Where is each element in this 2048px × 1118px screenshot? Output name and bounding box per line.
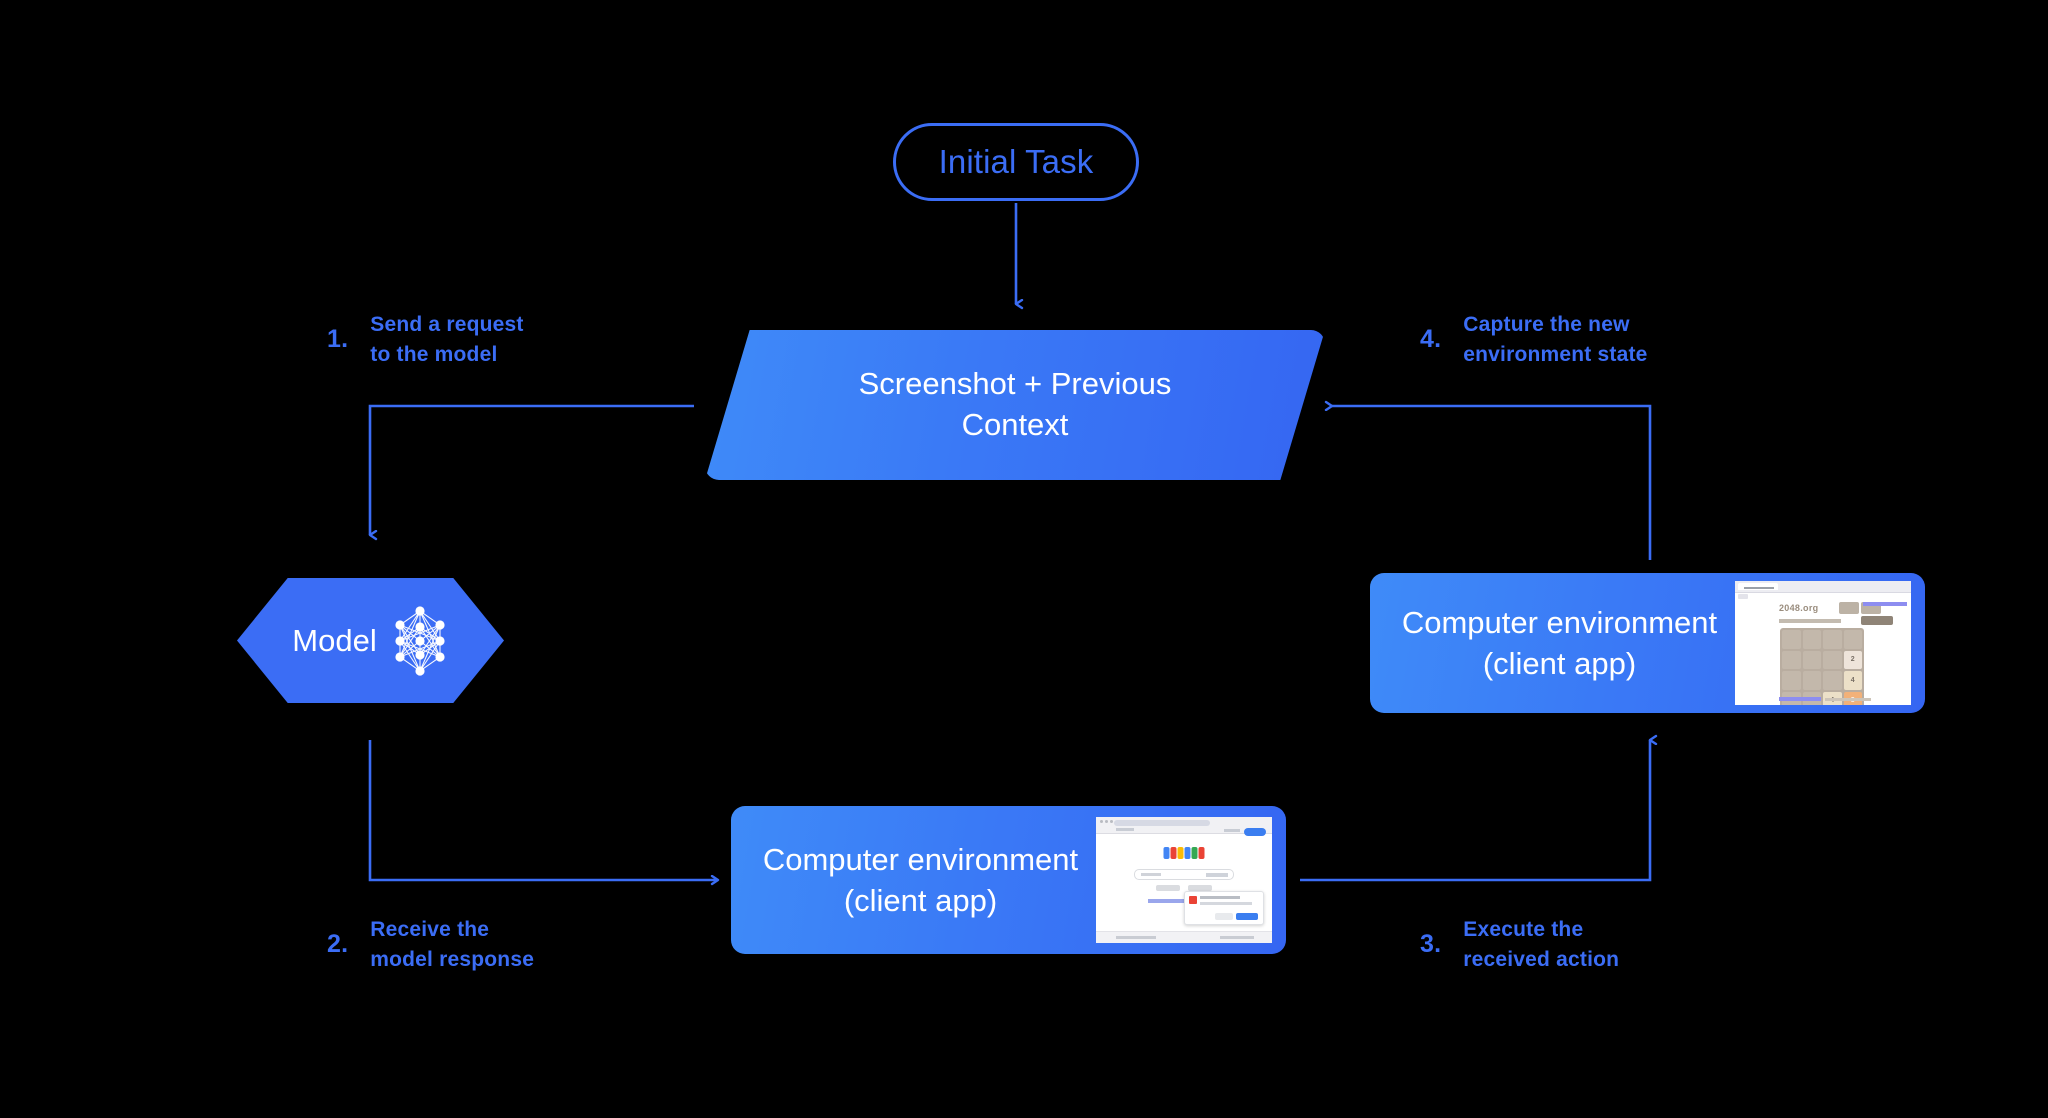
connector-model-to-bottom-env: [368, 740, 718, 880]
game-board: 2 4 4 8: [1780, 628, 1864, 705]
context-node-text: Screenshot + Previous Context: [705, 330, 1325, 480]
step-label-3: 3. Execute the received action: [1420, 915, 1619, 975]
neural-network-icon: [391, 605, 449, 677]
browser-signin-button: [1244, 828, 1266, 836]
connector-right-env-to-context: [1332, 406, 1652, 560]
game-score-box: [1839, 602, 1859, 614]
step-number: 4.: [1420, 325, 1442, 354]
connector-bottom-env-to-right-env: [1300, 740, 1650, 882]
game-cell: 4: [1843, 671, 1862, 690]
game-cell: [1782, 650, 1801, 669]
dialog-app-icon: [1189, 896, 1197, 904]
game-cell: [1823, 630, 1842, 649]
game-cell: 2: [1843, 650, 1862, 669]
step-line2: model response: [370, 947, 535, 971]
step-text: Send a request to the model: [370, 310, 523, 370]
step-line2: to the model: [370, 342, 498, 366]
game-cell: [1802, 630, 1821, 649]
browser-nav-dots: [1100, 820, 1113, 823]
game-subtitle: [1779, 619, 1841, 623]
game-cell: [1802, 650, 1821, 669]
step-number: 2.: [327, 930, 349, 959]
connector-context-to-model: [368, 404, 694, 535]
footer-right-links: [1220, 936, 1254, 939]
game-new-game-button: [1861, 616, 1893, 625]
browser-account-text: [1224, 829, 1240, 832]
game-cell: [1843, 630, 1862, 649]
google-search-box: [1134, 869, 1234, 880]
step-line1: Receive the: [370, 918, 490, 941]
step-line2: received action: [1463, 947, 1620, 971]
context-node-shape: [705, 330, 1325, 480]
step-text: Receive the model response: [370, 915, 534, 975]
dialog-body: [1200, 902, 1252, 905]
context-node[interactable]: Screenshot + Previous Context: [705, 330, 1325, 480]
thumbnail-2048-game: 2048.org 2 4 4 8: [1735, 581, 1911, 705]
browser-address-bar: [1114, 819, 1210, 826]
step-label-2: 2. Receive the model response: [327, 915, 534, 975]
google-logo-icon: [1163, 847, 1205, 859]
game-footer-link: [1779, 697, 1821, 701]
environment-right-line2: (client app): [1482, 646, 1637, 681]
context-node-line1: Screenshot + Previous: [858, 366, 1172, 402]
step-line1: Capture the new: [1463, 313, 1630, 336]
browser-secondary-text: [1116, 828, 1134, 831]
game-cell: [1782, 630, 1801, 649]
google-search-text: [1141, 873, 1161, 876]
dialog-title: [1200, 896, 1240, 899]
google-search-icons: [1206, 872, 1228, 877]
step-line1: Send a request: [370, 313, 524, 336]
game-footer-text: [1825, 698, 1871, 701]
footer-left-links: [1116, 936, 1156, 939]
browser-tab: [1738, 583, 1778, 590]
step-label-4: 4. Capture the new environment state: [1420, 310, 1648, 370]
browser-tab-title: [1744, 586, 1774, 589]
game-cell: [1782, 671, 1801, 690]
step-text: Execute the received action: [1463, 915, 1619, 975]
game-header-links: [1863, 602, 1907, 606]
model-node-label: Model: [292, 622, 377, 658]
google-search-buttons: [1156, 885, 1212, 891]
environment-bottom-line1: Computer environment: [762, 841, 1079, 877]
game-cell: [1823, 650, 1842, 669]
step-line2: environment state: [1463, 342, 1648, 366]
game-cell: [1823, 671, 1842, 690]
environment-card-right[interactable]: Computer environment (client app) 2048.o…: [1370, 573, 1925, 713]
step-number: 3.: [1420, 930, 1442, 959]
browser-url-bar: [1738, 594, 1748, 599]
thumbnail-google-browser: [1096, 817, 1272, 943]
model-node-shape: [237, 578, 504, 703]
environment-bottom-label: Computer environment (client app): [731, 839, 1096, 921]
step-label-1: 1. Send a request to the model: [327, 310, 524, 370]
google-lucky-button: [1188, 885, 1212, 891]
browser-topbar: [1735, 581, 1911, 593]
dialog-secondary-button: [1215, 913, 1233, 920]
environment-bottom-line2: (client app): [843, 883, 998, 918]
model-node-content: Model: [237, 578, 504, 703]
environment-right-label: Computer environment (client app): [1370, 602, 1735, 684]
step-text: Capture the new environment state: [1463, 310, 1647, 370]
dialog-primary-button: [1236, 913, 1258, 920]
context-node-line2: Context: [961, 407, 1069, 442]
initial-task-label: Initial Task: [938, 143, 1094, 180]
initial-task-node[interactable]: Initial Task: [893, 123, 1139, 201]
browser-popup-dialog: [1184, 891, 1264, 925]
step-line1: Execute the: [1463, 918, 1584, 941]
google-search-button: [1156, 885, 1180, 891]
browser-footer: [1096, 931, 1272, 943]
environment-right-line1: Computer environment: [1401, 604, 1718, 640]
game-cell: [1802, 671, 1821, 690]
game-title: 2048.org: [1779, 603, 1819, 613]
model-node[interactable]: Model: [237, 578, 504, 703]
step-number: 1.: [327, 325, 349, 354]
environment-card-bottom[interactable]: Computer environment (client app): [731, 806, 1286, 954]
